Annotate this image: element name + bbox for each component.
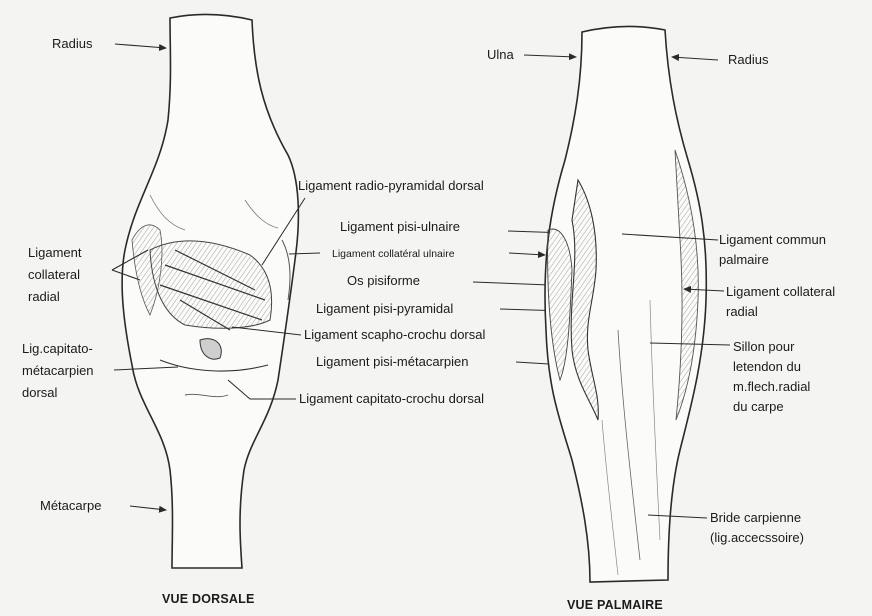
- label-ulna: Ulna: [487, 46, 514, 63]
- label-ligament-collateral-radial-2: collateral: [28, 266, 80, 283]
- label-sillon-3: m.flech.radial: [733, 378, 810, 395]
- caption-vue-palmaire: VUE PALMAIRE: [567, 597, 663, 614]
- dorsal-view: [112, 14, 582, 568]
- label-os-pisiforme: Os pisiforme: [347, 272, 420, 289]
- leader-collateral-ulnaire-right: [509, 253, 545, 255]
- label-lig-capitato-metacarpien-2: métacarpien: [22, 362, 94, 379]
- label-ligament-scapho-crochu-dorsal: Ligament scapho-crochu dorsal: [304, 326, 485, 343]
- label-ligament-collateral-radial-3: radial: [28, 288, 60, 305]
- label-ligament-pisi-pyramidal: Ligament pisi-pyramidal: [316, 300, 453, 317]
- label-radius-palmar: Radius: [728, 51, 768, 68]
- leader-metacarpe: [130, 506, 166, 510]
- label-lig-capitato-metacarpien-3: dorsal: [22, 384, 57, 401]
- label-collateral-radial-palmar-2: radial: [726, 303, 758, 320]
- leader-radius-palmar: [672, 57, 718, 60]
- label-sillon-4: du carpe: [733, 398, 784, 415]
- label-ligament-capitato-crochu-dorsal: Ligament capitato-crochu dorsal: [299, 390, 484, 407]
- label-radius-dorsal: Radius: [52, 35, 92, 52]
- palmar-view: [524, 26, 730, 582]
- caption-vue-dorsale: VUE DORSALE: [162, 591, 255, 608]
- label-ligament-pisi-ulnaire: Ligament pisi-ulnaire: [340, 218, 460, 235]
- label-ligament-commun-palmaire-2: palmaire: [719, 251, 769, 268]
- label-ligament-collateral-radial-1: Ligament: [28, 244, 81, 261]
- label-sillon-1: Sillon pour: [733, 338, 794, 355]
- label-sillon-2: letendon du: [733, 358, 801, 375]
- label-metacarpe: Métacarpe: [40, 497, 101, 514]
- label-collateral-radial-palmar-1: Ligament collateral: [726, 283, 835, 300]
- leader-radius-dorsal: [115, 44, 166, 48]
- label-bride-carpienne-1: Bride carpienne: [710, 509, 801, 526]
- label-ligament-radio-pyramidal-dorsal: Ligament radio-pyramidal dorsal: [298, 177, 484, 194]
- leader-ulna: [524, 55, 576, 57]
- label-lig-capitato-metacarpien-1: Lig.capitato-: [22, 340, 93, 357]
- label-ligament-pisi-metacarpien: Ligament pisi-métacarpien: [316, 353, 468, 370]
- label-bride-carpienne-2: (lig.accecssoire): [710, 529, 804, 546]
- label-ligament-collateral-ulnaire: Ligament collatéral ulnaire: [332, 246, 455, 263]
- label-ligament-commun-palmaire-1: Ligament commun: [719, 231, 826, 248]
